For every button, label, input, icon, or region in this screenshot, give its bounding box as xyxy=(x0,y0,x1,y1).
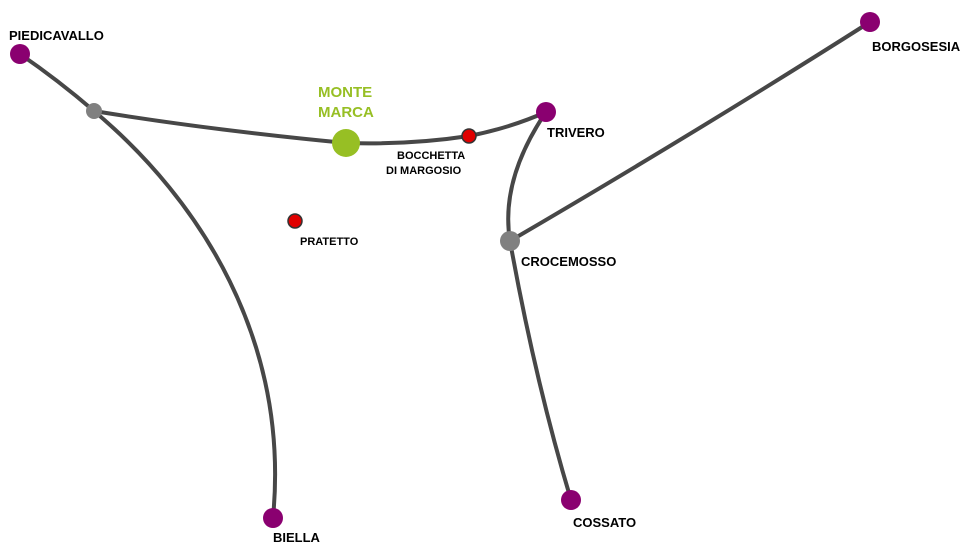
cossato-marker[interactable] xyxy=(561,490,581,510)
pratetto-marker[interactable] xyxy=(287,213,303,229)
monte-marca-marker[interactable] xyxy=(332,129,360,157)
road-monte-marca-bocchetta xyxy=(344,134,471,146)
monte-marca-label-line2: MARCA xyxy=(318,104,374,121)
road-crocemosso-cossato xyxy=(508,239,573,502)
biella-label: BIELLA xyxy=(273,530,321,544)
cossato-label: COSSATO xyxy=(573,515,636,530)
pratetto-label: PRATETTO xyxy=(300,236,359,248)
trivero-marker[interactable] xyxy=(536,102,556,122)
road-junction-monte-marca xyxy=(92,109,348,145)
bocchetta-label-line1: BOCCHETTA xyxy=(397,150,465,162)
road-piedicavallo-junction xyxy=(18,52,96,113)
crocemosso-label: CROCEMOSSO xyxy=(521,254,616,269)
nodes xyxy=(10,12,880,528)
monte-marca-label-line1: MONTE xyxy=(318,84,372,101)
bocchetta-marker[interactable] xyxy=(461,128,477,144)
roads xyxy=(18,20,872,520)
labels: PIEDICAVALLO BORGOSESIA TRIVERO BIELLA C… xyxy=(9,28,961,544)
bocchetta-label-line2: DI MARGOSIO xyxy=(386,165,462,177)
borgosesia-label: BORGOSESIA xyxy=(872,39,961,54)
road-crocemosso-borgosesia xyxy=(508,20,872,243)
borgosesia-marker[interactable] xyxy=(860,12,880,32)
crocemosso-marker[interactable] xyxy=(500,231,520,251)
biella-marker[interactable] xyxy=(263,508,283,528)
road-junction-biella xyxy=(92,109,278,520)
junction-west-marker[interactable] xyxy=(86,103,102,119)
road-trivero-crocemosso xyxy=(506,110,548,243)
trivero-label: TRIVERO xyxy=(547,125,605,140)
piedicavallo-marker[interactable] xyxy=(10,44,30,64)
piedicavallo-label: PIEDICAVALLO xyxy=(9,28,104,43)
